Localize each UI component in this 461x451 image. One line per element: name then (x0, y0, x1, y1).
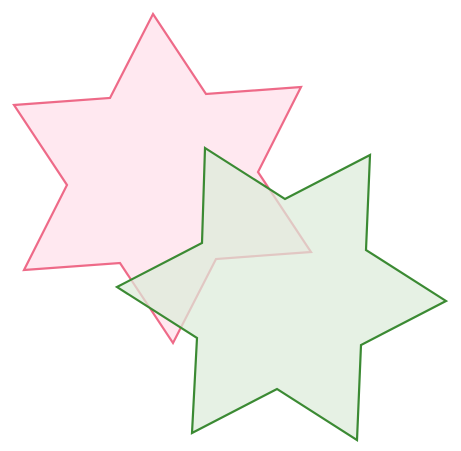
green-star (114, 146, 449, 442)
pink-star (12, 11, 313, 346)
